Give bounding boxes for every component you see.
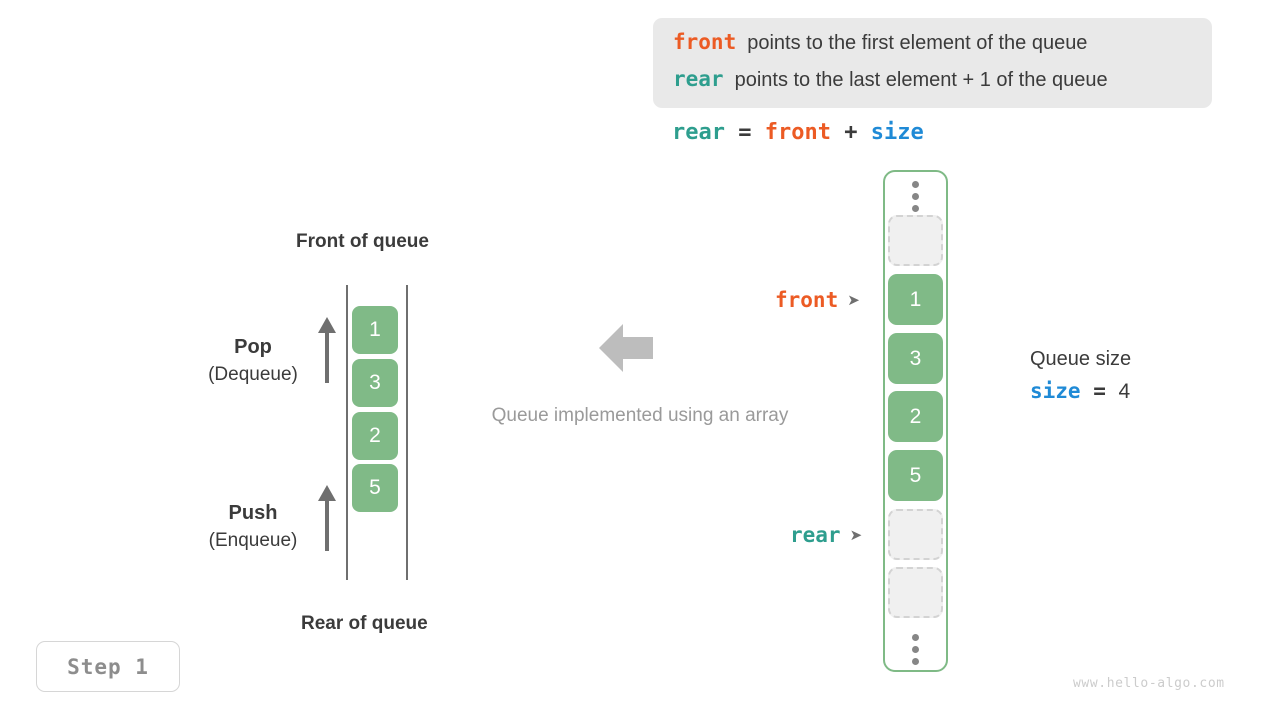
array-slot-empty: [888, 215, 943, 266]
center-caption: Queue implemented using an array: [491, 405, 789, 426]
label-rear-of-queue: Rear of queue: [301, 613, 428, 634]
queue-size-var: size: [1030, 379, 1081, 403]
pointer-arrow-icon: ➤: [849, 527, 863, 544]
up-arrow-icon: [318, 485, 336, 551]
queue-cell: 3: [352, 359, 398, 407]
up-arrow-icon: [318, 317, 336, 383]
queue-cell: 1: [352, 306, 398, 354]
pointer-front-label: front: [775, 288, 839, 312]
ellipsis-icon-bottom: [912, 634, 919, 665]
pointer-rear: rear ➤: [790, 523, 862, 547]
label-push-subtitle: (Enqueue): [208, 530, 298, 551]
queue-size-block: Queue size size = 4: [1030, 344, 1131, 408]
formula-size: size: [870, 120, 924, 145]
queue-rail-left: [346, 285, 348, 580]
pointer-front: front ➤: [775, 288, 860, 312]
queue-size-expression: size = 4: [1030, 375, 1131, 408]
legend-text-rear: points to the last element + 1 of the qu…: [734, 69, 1108, 91]
legend-text-front: points to the first element of the queue: [747, 32, 1088, 54]
label-front-of-queue: Front of queue: [296, 231, 429, 252]
pointer-rear-label: rear: [790, 523, 841, 547]
queue-size-equals: =: [1080, 379, 1119, 403]
formula-front: front: [764, 120, 831, 145]
label-pop-subtitle: (Dequeue): [208, 364, 298, 385]
queue-rail-right: [406, 285, 408, 580]
legend-keyword-rear: rear: [673, 67, 724, 91]
legend-box: front points to the first element of the…: [653, 18, 1212, 108]
formula-plus: +: [830, 120, 871, 145]
array-slot-filled: 3: [888, 333, 943, 384]
formula-rear-equals-front-plus-size: rear = front + size: [672, 120, 924, 145]
array-slot-filled: 5: [888, 450, 943, 501]
ellipsis-icon-top: [912, 181, 919, 212]
formula-rear: rear: [672, 120, 725, 145]
legend-keyword-front: front: [673, 30, 737, 54]
legend-line-rear: rear points to the last element + 1 of t…: [673, 67, 1192, 104]
left-arrow-icon: [599, 324, 653, 372]
array-slot-empty: [888, 567, 943, 618]
formula-equals: =: [724, 120, 765, 145]
array-slot-empty: [888, 509, 943, 560]
label-push-title: Push: [228, 502, 278, 524]
label-pop-title: Pop: [234, 336, 272, 358]
queue-cell: 2: [352, 412, 398, 460]
label-push-operation: Push (Enqueue): [177, 500, 329, 554]
array-slot-filled: 1: [888, 274, 943, 325]
legend-line-front: front points to the first element of the…: [673, 30, 1192, 67]
queue-cell: 5: [352, 464, 398, 512]
queue-size-value: 4: [1118, 380, 1131, 403]
step-badge: Step 1: [36, 641, 180, 692]
queue-size-title: Queue size: [1030, 348, 1132, 370]
array-slot-filled: 2: [888, 391, 943, 442]
pointer-arrow-icon: ➤: [847, 292, 860, 309]
watermark: www.hello-algo.com: [1073, 676, 1225, 691]
label-pop-operation: Pop (Dequeue): [177, 334, 329, 388]
